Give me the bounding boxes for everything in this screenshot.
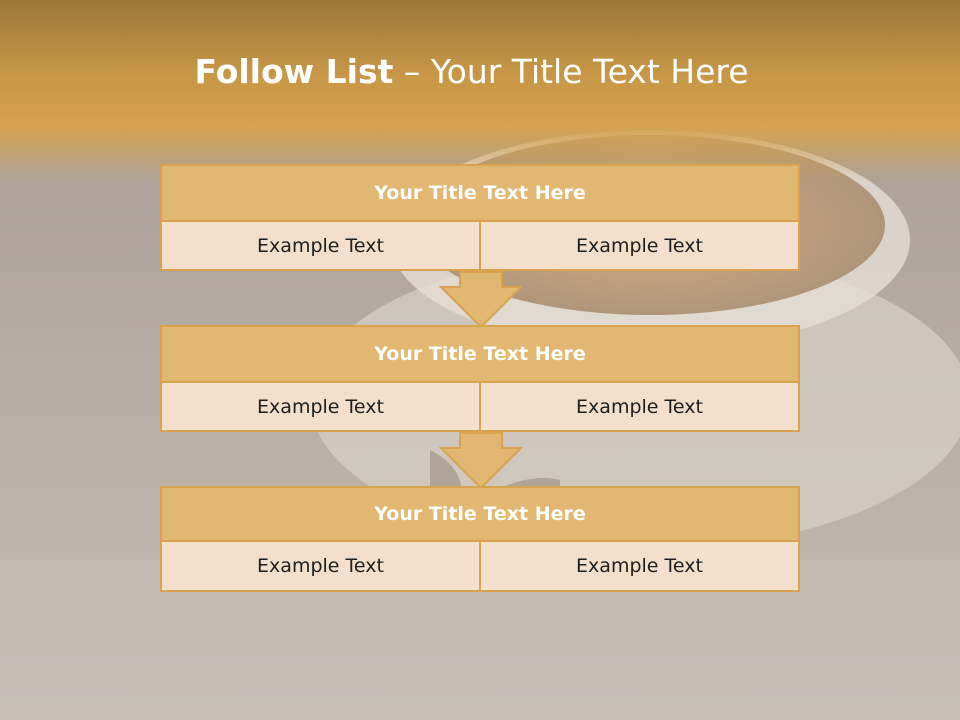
- block-title: Your Title Text Here: [160, 325, 800, 383]
- slide-title-rest: – Your Title Text Here: [393, 52, 749, 91]
- block-title: Your Title Text Here: [160, 486, 800, 542]
- down-arrow-icon: [438, 432, 524, 490]
- block-row: Example Text Example Text: [160, 383, 800, 432]
- block-row: Example Text Example Text: [160, 222, 800, 271]
- slide-title: Follow List – Your Title Text Here: [0, 52, 943, 91]
- block-row: Example Text Example Text: [160, 542, 800, 592]
- block-title: Your Title Text Here: [160, 164, 800, 222]
- list-block-3: Your Title Text Here Example Text Exampl…: [160, 486, 800, 592]
- list-block-1: Your Title Text Here Example Text Exampl…: [160, 164, 800, 271]
- slide-title-bold: Follow List: [194, 52, 394, 91]
- block-cell-left: Example Text: [162, 383, 479, 430]
- block-cell-right: Example Text: [479, 542, 798, 590]
- list-block-2: Your Title Text Here Example Text Exampl…: [160, 325, 800, 432]
- down-arrow-icon: [438, 271, 524, 329]
- block-cell-right: Example Text: [479, 383, 798, 430]
- block-cell-left: Example Text: [162, 542, 479, 590]
- header-band: [0, 0, 960, 180]
- block-cell-left: Example Text: [162, 222, 479, 269]
- block-cell-right: Example Text: [479, 222, 798, 269]
